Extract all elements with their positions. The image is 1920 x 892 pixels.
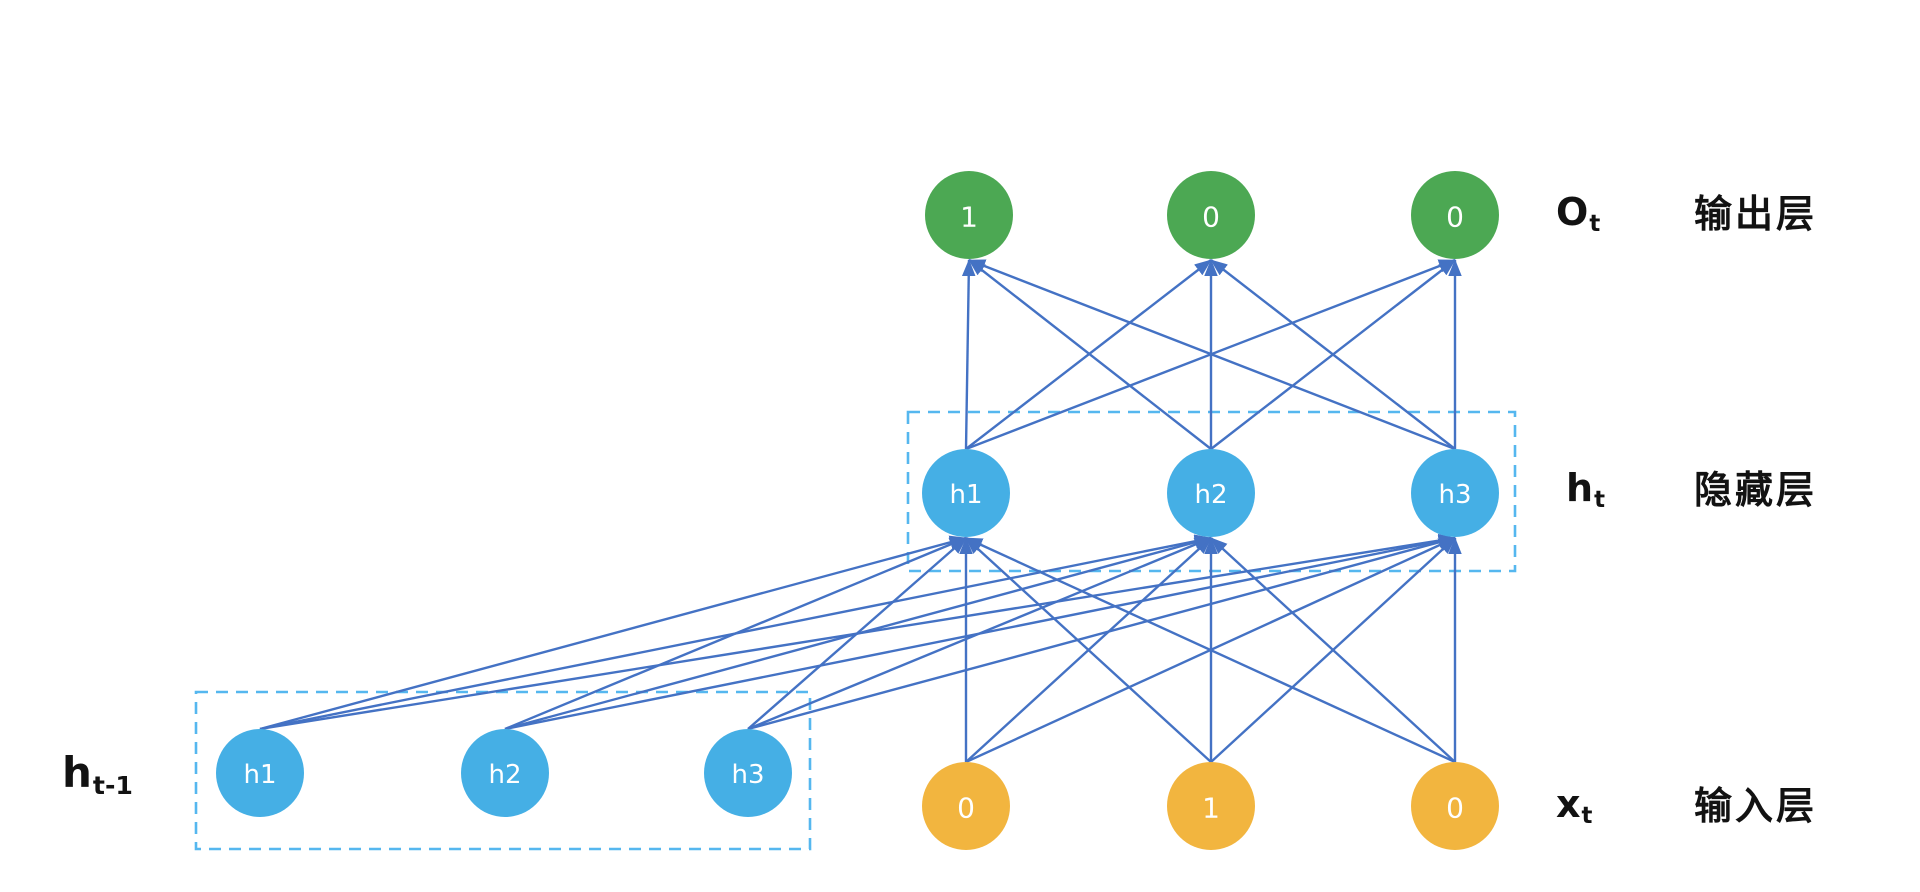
input-layer-label: 输入层 bbox=[1694, 784, 1818, 828]
connection-hidden-to-output bbox=[961, 259, 976, 450]
prev_hidden-node-3 bbox=[704, 729, 792, 817]
hidden-symbol-label: ht bbox=[1566, 466, 1605, 514]
output-node-1 bbox=[925, 171, 1013, 259]
connection-input-to-hidden bbox=[965, 537, 1212, 763]
output-layer-label: 输出层 bbox=[1694, 192, 1818, 236]
connection-prev_hidden-to-hidden bbox=[747, 536, 1212, 731]
hidden-node-2-label: h2 bbox=[1194, 480, 1227, 510]
output-node-3-label: 0 bbox=[1446, 201, 1464, 234]
input-symbol-base: x bbox=[1556, 782, 1581, 826]
hidden-node-3-label: h3 bbox=[1438, 480, 1471, 510]
input-node-3-label: 0 bbox=[1446, 792, 1464, 825]
hidden-node-2 bbox=[1167, 449, 1255, 537]
prev-hidden-symbol-sub: t-1 bbox=[92, 771, 133, 801]
connection-prev_hidden-to-hidden bbox=[747, 537, 967, 730]
connection-hidden-to-output bbox=[968, 259, 1212, 450]
prev-hidden-symbol-label: ht-1 bbox=[62, 748, 133, 801]
connection-prev_hidden-to-hidden bbox=[504, 536, 967, 731]
connection-hidden-to-output bbox=[968, 258, 1456, 451]
input-symbol-label: xt bbox=[1556, 782, 1593, 830]
input-node-1 bbox=[922, 762, 1010, 850]
connection-prev_hidden-to-hidden bbox=[747, 535, 1456, 731]
input-node-1-label: 0 bbox=[957, 792, 975, 825]
connection-hidden-to-output bbox=[1210, 259, 1456, 450]
prev_hidden-node-1-label: h1 bbox=[243, 760, 276, 790]
connection-input-to-hidden bbox=[965, 536, 1456, 764]
hidden-node-1 bbox=[922, 449, 1010, 537]
connection-prev_hidden-to-hidden bbox=[259, 535, 967, 731]
output-symbol-base: O bbox=[1556, 190, 1589, 234]
prev-hidden-symbol-base: h bbox=[62, 748, 92, 797]
prev-hidden-layer-box bbox=[194, 690, 812, 851]
output-node-2 bbox=[1167, 171, 1255, 259]
output-node-3 bbox=[1411, 171, 1499, 259]
input-node-2-label: 1 bbox=[1202, 792, 1220, 825]
output-node-2-label: 0 bbox=[1202, 201, 1220, 234]
prev_hidden-node-3-label: h3 bbox=[731, 760, 764, 790]
prev_hidden-node-2 bbox=[461, 729, 549, 817]
connection-input-to-hidden bbox=[1210, 537, 1456, 763]
input-node-3 bbox=[1411, 762, 1499, 850]
hidden-symbol-sub: t bbox=[1594, 487, 1605, 514]
prev_hidden-node-1 bbox=[216, 729, 304, 817]
prev_hidden-node-2-label: h2 bbox=[488, 760, 521, 790]
input-symbol-sub: t bbox=[1581, 803, 1593, 830]
hidden-symbol-base: h bbox=[1566, 466, 1594, 510]
output-node-1-label: 1 bbox=[960, 201, 978, 234]
hidden-layer-label: 隐藏层 bbox=[1694, 468, 1818, 512]
input-node-2 bbox=[1167, 762, 1255, 850]
hidden-node-1-label: h1 bbox=[949, 480, 982, 510]
output-symbol-sub: t bbox=[1589, 211, 1601, 238]
hidden-node-3 bbox=[1411, 449, 1499, 537]
output-symbol-label: Ot bbox=[1556, 190, 1601, 238]
